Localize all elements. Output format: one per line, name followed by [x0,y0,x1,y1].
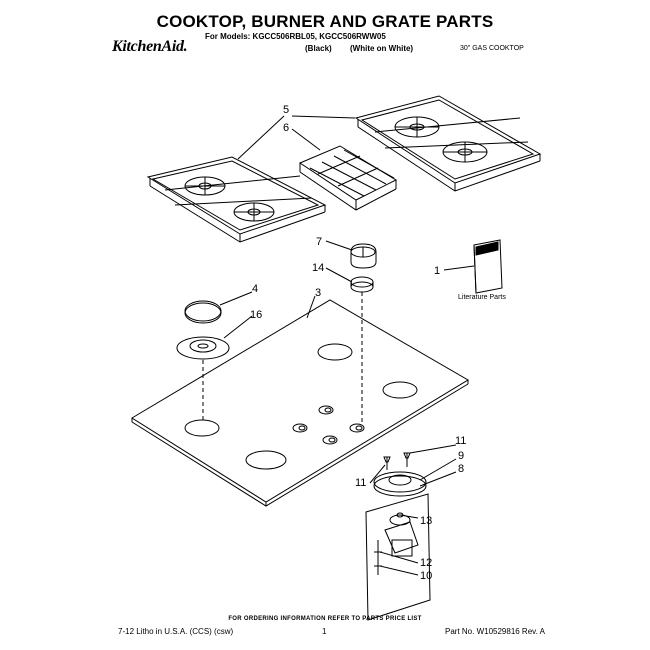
control-knob [350,243,377,269]
callout-8: 8 [458,463,464,475]
literature-booklet [473,239,503,294]
page-title: COOKTOP, BURNER AND GRATE PARTS [156,12,494,31]
burner-cap-left [184,300,222,324]
callout-16: 16 [250,309,262,321]
grate-right-burner-2 [442,141,488,163]
footer-part-number: Part No. W10529816 Rev. A [445,627,545,636]
grate-left [146,156,327,243]
callout-9: 9 [458,450,464,462]
grate-right [354,95,542,192]
footer-page-number: 1 [322,627,327,636]
burner-opening-front [245,450,287,470]
model-numbers: For Models: KGCC506RBL05, KGCC506RWW05 [205,32,386,41]
variant-black: (Black) [305,44,332,53]
cooktop-panel [131,299,469,507]
burner-assembly [365,452,431,621]
callout-6: 6 [283,122,289,134]
knob-hole-1 [292,423,308,433]
grate-right-burner-1 [394,116,440,138]
callout-7: 7 [316,236,322,248]
leader-lines [219,115,475,576]
cooktop-type: 30" GAS COOKTOP [460,45,524,52]
callout-1: 1 [434,265,440,277]
grate-left-burner-2 [233,202,275,222]
literature-label: Literature Parts [458,294,506,301]
callout-3: 3 [315,287,321,299]
callout-12: 12 [420,557,432,569]
knob-hole-2 [318,405,334,415]
knob-bezel [350,276,374,293]
variant-white: (White on White) [350,44,414,53]
callout-10: 10 [420,570,432,582]
grate-center [298,145,398,211]
ordering-note: FOR ORDERING INFORMATION REFER TO PARTS … [228,616,422,622]
knob-hole-3 [322,435,338,445]
knob-hole-4 [349,423,365,433]
burner-opening-right [382,381,418,399]
callout-11-left: 11 [355,477,366,489]
callout-5: 5 [283,104,289,116]
burner-base-left [176,336,230,360]
callout-14: 14 [312,262,324,274]
footer-litho: 7-12 Litho in U.S.A. (CCS) (csw) [118,627,234,636]
burner-opening-back [317,343,353,361]
callout-11-right: 11 [455,435,466,447]
callout-4: 4 [252,283,258,295]
callout-13: 13 [420,515,432,527]
brand-logo: KitchenAid. [112,38,188,55]
burner-opening-left [184,419,220,437]
